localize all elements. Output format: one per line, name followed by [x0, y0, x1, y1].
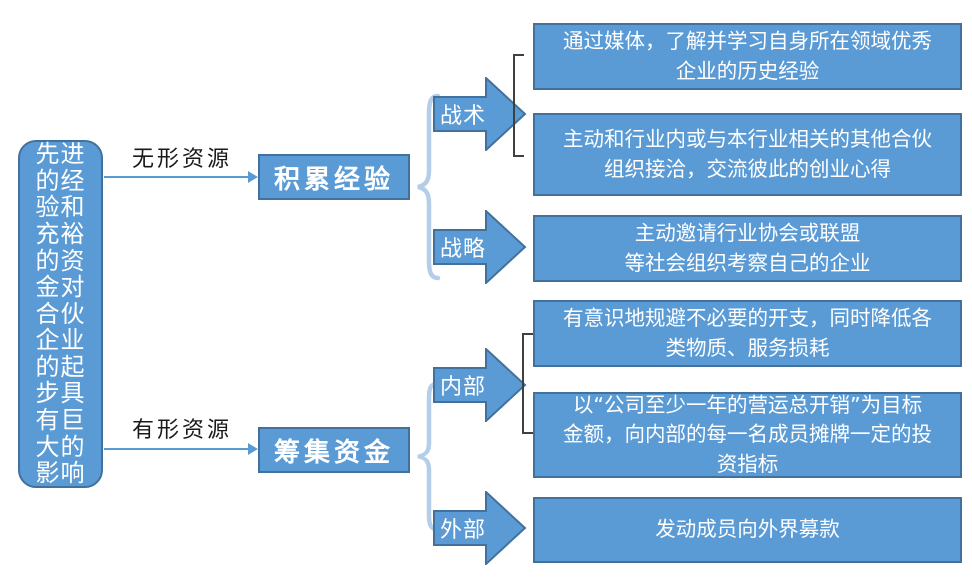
root-box: 先进 的经 验和 充裕 的资 金对 合伙 企业 的起 步具 有巨 大的 影响	[18, 140, 103, 488]
connector-arrowhead-icon	[248, 443, 258, 455]
tactic-label: 战术	[439, 104, 486, 129]
node-raise-funds-label: 筹集资金	[273, 437, 394, 468]
strategy-label: 战略	[439, 237, 486, 262]
curly-brace-bottom-shape	[417, 381, 441, 532]
intangible-resource-label: 无形资源	[132, 147, 233, 172]
leaf-box-invite-associations-text: 主动邀请行业协会或联盟 等社会组织考察自己的企业	[624, 221, 871, 275]
node-accumulate-experience: 积累经验	[258, 154, 410, 200]
block-arrow-internal-shape	[433, 348, 527, 422]
leaf-box-avoid-expenses-text: 有意识地规避不必要的开支，同时降低各 类物质、服务损耗	[563, 306, 932, 360]
root-box-text: 先进 的经 验和 充裕 的资 金对 合伙 企业 的起 步具 有巨 大的 影响	[35, 140, 86, 488]
leaf-box-invite-associations: 主动邀请行业协会或联盟 等社会组织考察自己的企业	[533, 215, 962, 282]
internal-label: 内部	[439, 375, 486, 400]
leaf-box-media-learning-text: 通过媒体，了解并学习自身所在领域优秀 企业的历史经验	[563, 29, 932, 83]
node-accumulate-experience-label: 积累经验	[273, 164, 394, 195]
node-raise-funds: 筹集资金	[258, 427, 410, 473]
block-arrow-external: 外部	[433, 491, 527, 565]
external-label: 外部	[439, 518, 486, 543]
block-arrow-internal: 内部	[433, 348, 527, 422]
block-arrow-strategy-shape	[433, 210, 527, 284]
leaf-box-external-fundraising-text: 发动成员向外界募款	[655, 517, 840, 542]
block-arrow-external-shape	[433, 491, 527, 565]
leaf-box-media-learning: 通过媒体，了解并学习自身所在领域优秀 企业的历史经验	[533, 23, 962, 90]
tangible-resource-label: 有形资源	[132, 418, 233, 443]
leaf-box-industry-contact: 主动和行业内或与本行业相关的其他合伙 组织接洽，交流彼此的创业心得	[533, 113, 962, 196]
connector-tangible	[104, 448, 250, 450]
square-bracket-bottom-shape	[522, 333, 533, 434]
connector-arrowhead-icon	[248, 171, 258, 183]
leaf-box-avoid-expenses: 有意识地规避不必要的开支，同时降低各 类物质、服务损耗	[533, 300, 962, 367]
leaf-box-external-fundraising: 发动成员向外界募款	[533, 497, 962, 563]
block-arrow-tactic-shape	[433, 77, 527, 151]
block-arrow-tactic: 战术	[433, 77, 527, 151]
leaf-box-investment-quota: 以“公司至少一年的营运总开销”为目标 金额，向内部的每一名成员摊牌一定的投 资指…	[533, 392, 962, 478]
block-arrow-strategy: 战略	[433, 210, 527, 284]
square-bracket-top-shape	[513, 54, 524, 157]
curly-brace-top-shape	[417, 93, 441, 281]
leaf-box-investment-quota-text: 以“公司至少一年的营运总开销”为目标 金额，向内部的每一名成员摊牌一定的投 资指…	[563, 393, 932, 476]
leaf-box-industry-contact-text: 主动和行业内或与本行业相关的其他合伙 组织接洽，交流彼此的创业心得	[563, 127, 932, 181]
connector-intangible	[104, 176, 250, 178]
